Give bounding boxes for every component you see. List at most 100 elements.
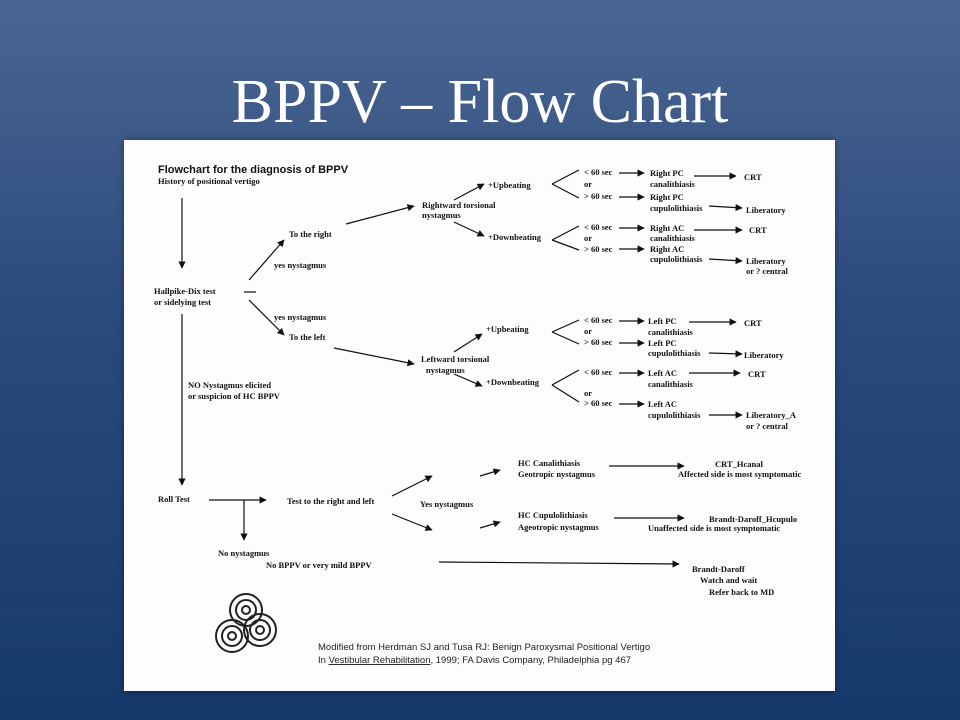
right-torsional-2: nystagmus <box>422 210 461 220</box>
right-pc-cup-2: cupulolithiasis <box>650 203 703 213</box>
liberatory-2: Liberatory <box>744 350 784 360</box>
ld-or: or <box>584 388 592 398</box>
arrow-to-right-torsional <box>345 204 415 225</box>
left-pc-cup-2: cupulolithiasis <box>648 348 701 358</box>
left-ac-can-2: canalithiasis <box>648 379 694 389</box>
liberatory-central-1b: or ? central <box>746 266 788 276</box>
right-pc-can-2: canalithiasis <box>650 179 696 189</box>
arrow-to-liberatory-2 <box>708 350 743 358</box>
ru-or: or <box>584 179 592 189</box>
hc-can-2: Geotropic nystagmus <box>518 469 596 479</box>
lu-lt60: < 60 sec <box>584 315 613 325</box>
rd-gt60: > 60 sec <box>584 244 613 254</box>
crt-3: CRT <box>744 318 762 328</box>
arrow-left-down <box>453 373 483 387</box>
downbeating-left: +Downbeating <box>486 377 540 387</box>
no-bppv-label: No BPPV or very mild BPPV <box>266 560 373 570</box>
yes-nystagmus-1: yes nystagmus <box>274 260 327 270</box>
no-nystagmus-elicited-2: or suspicion of HC BPPV <box>188 391 281 401</box>
arrow-to-liberatory-central-1 <box>708 257 743 265</box>
upbeating-left: +Upbeating <box>486 324 529 334</box>
right-ac-cup-1: Right AC <box>650 244 684 254</box>
unaffected-side: Unaffected side is most symptomatic <box>648 523 780 533</box>
no-nystagmus-label: No nystagmus <box>218 548 270 558</box>
citation-line-1: Modified from Herdman SJ and Tusa RJ: Be… <box>318 642 650 653</box>
citation-book: Vestibular Rehabilitation <box>329 655 431 666</box>
no-nystagmus-elicited-1: NO Nystagmus elicited <box>188 380 271 390</box>
arrow-left-up <box>453 333 483 353</box>
citation-line-2: In Vestibular Rehabilitation, 1999; FA D… <box>318 655 631 666</box>
fork-lu-a <box>551 319 580 333</box>
hallpike-label-1: Hallpike-Dix test <box>154 286 216 296</box>
citation-in: In <box>318 655 329 666</box>
to-left-label: To the left <box>289 332 326 342</box>
test-right-left: Test to the right and left <box>287 496 374 506</box>
right-pc-can-1: Right PC <box>650 168 684 178</box>
yes-nystagmus-2: yes nystagmus <box>274 312 327 322</box>
arrow-right-up <box>453 183 485 201</box>
left-ac-can-1: Left AC <box>648 368 677 378</box>
rd-or: or <box>584 233 592 243</box>
flowchart-subheading: History of positional vertigo <box>158 176 260 186</box>
hc-can-1: HC Canalithiasis <box>518 458 581 468</box>
flowchart-scan: Flowchart for the diagnosis of BPPV Hist… <box>124 140 835 691</box>
fork-ld-a <box>551 369 580 386</box>
hc-cup-1: HC Cupulolithiasis <box>518 510 588 520</box>
crt-2: CRT <box>749 225 767 235</box>
left-pc-cup-1: Left PC <box>648 338 677 348</box>
left-ac-cup-2: cupulolithiasis <box>648 410 701 420</box>
liberatory-a-central-2: or ? central <box>746 421 788 431</box>
brandt-daroff-2: Watch and wait <box>700 575 757 585</box>
left-ac-cup-1: Left AC <box>648 399 677 409</box>
liberatory-1: Liberatory <box>746 205 786 215</box>
right-ac-can-2: canalithiasis <box>650 233 696 243</box>
right-ac-can-1: Right AC <box>650 223 684 233</box>
fork-rd-b <box>551 239 580 251</box>
arrow-hallpike-left <box>248 299 285 336</box>
affected-side: Affected side is most symptomatic <box>678 469 801 479</box>
fork-ld-b <box>551 384 580 403</box>
upbeating-right: +Upbeating <box>488 180 531 190</box>
roll-test-label: Roll Test <box>158 494 190 504</box>
hallpike-label-2: or sidelying test <box>154 297 211 307</box>
arrow-to-liberatory-1 <box>708 204 743 212</box>
triple-spiral-logo <box>215 593 277 653</box>
liberatory-central-1a: Liberatory <box>746 256 786 266</box>
fork-ru-a <box>551 169 580 185</box>
hc-cup-2: Ageotropic nystagmus <box>518 522 600 532</box>
flowchart-diagram: Flowchart for the diagnosis of BPPV Hist… <box>154 164 801 666</box>
brandt-daroff-1: Brandt-Daroff <box>692 564 745 574</box>
to-right-label: To the right <box>289 229 332 239</box>
arrow-to-hc-can <box>479 468 501 477</box>
crt-4: CRT <box>748 369 766 379</box>
arrow-test-up <box>391 475 433 497</box>
arrow-test-down <box>391 513 433 531</box>
brandt-daroff-3: Refer back to MD <box>709 587 774 597</box>
fork-lu-b <box>551 331 580 345</box>
ru-lt60: < 60 sec <box>584 167 613 177</box>
arrow-to-hc-cup <box>479 520 501 529</box>
slide-title: BPPV – Flow Chart <box>231 68 729 136</box>
liberatory-a-central-1: Liberatory_A <box>746 410 797 420</box>
ld-gt60: > 60 sec <box>584 398 613 408</box>
right-ac-cup-2: cupulolithiasis <box>650 254 703 264</box>
lu-or: or <box>584 326 592 336</box>
ru-gt60: > 60 sec <box>584 191 613 201</box>
brandt-hcupulo: Brandt-Daroff_Hcupulo <box>709 514 797 524</box>
flowchart-heading: Flowchart for the diagnosis of BPPV <box>158 164 349 176</box>
downbeating-right: +Downbeating <box>488 232 542 242</box>
arrow-right-down <box>453 221 485 237</box>
left-torsional-2: nystagmus <box>426 365 465 375</box>
crt-hcanal: CRT_Hcanal <box>715 459 764 469</box>
right-pc-cup-1: Right PC <box>650 192 684 202</box>
fork-rd-a <box>551 225 580 241</box>
left-torsional-1: Leftward torsional <box>421 354 490 364</box>
arrow-to-left-torsional <box>333 347 415 367</box>
arrow-to-brandt-daroff <box>438 560 680 568</box>
rd-lt60: < 60 sec <box>584 222 613 232</box>
left-pc-can-2: canalithiasis <box>648 327 694 337</box>
ld-lt60: < 60 sec <box>584 367 613 377</box>
lu-gt60: > 60 sec <box>584 337 613 347</box>
citation-rest: , 1999; FA Davis Company, Philadelphia p… <box>431 655 632 666</box>
arrow-hallpike-right <box>248 239 285 281</box>
